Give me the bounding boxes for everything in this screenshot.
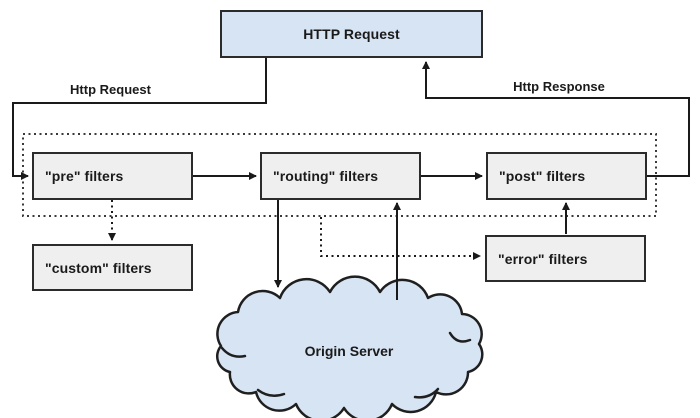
post-filters-node-label: "post" filters [499,168,586,184]
post-filters-node: "post" filters [486,152,647,200]
http-response-edge-label: Http Response [513,79,605,94]
cloud-scallop-curl [256,388,286,398]
pre-filters-node-label: "pre" filters [45,168,124,184]
custom-filters-node: "custom" filters [32,244,193,291]
http-request-node-label: HTTP Request [303,26,400,42]
routing-filters-node: "routing" filters [260,152,421,200]
origin-server-label: Origin Server [304,343,394,359]
http-request-edge-label: Http Request [70,82,151,97]
routing-filters-node-label: "routing" filters [273,168,379,184]
pre-filters-node: "pre" filters [32,152,193,200]
arrow-container-to-error-dotted [320,217,481,260]
arrow-http-request-to-pre [12,58,267,180]
cloud-scallop-curl [448,331,472,343]
cloud-scallop-curl [220,346,247,358]
error-filters-node: "error" filters [485,235,646,282]
cloud-scallop-curl [413,387,440,399]
http-request-node: HTTP Request [220,10,483,58]
custom-filters-node-label: "custom" filters [45,259,152,276]
origin-server-cloud [216,275,484,418]
arrow-post-to-http-request [422,61,690,177]
error-filters-node-label: "error" filters [498,250,588,267]
